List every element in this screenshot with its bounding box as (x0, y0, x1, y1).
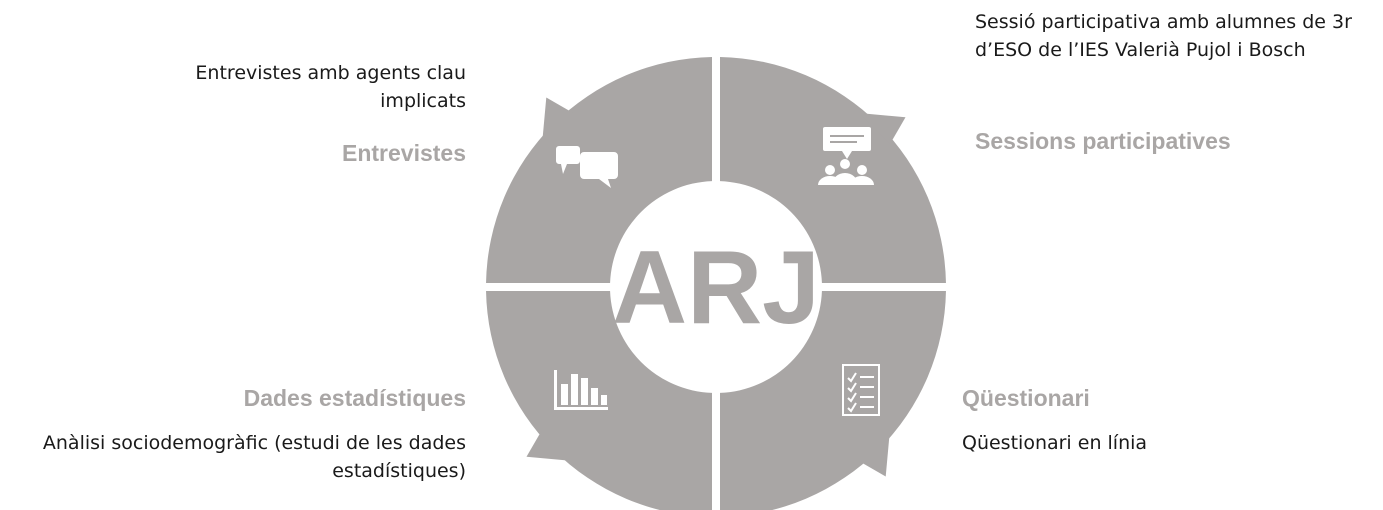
questionari-heading: Qüestionari (962, 385, 1090, 411)
arrow-bottom-left (526, 429, 574, 461)
sessions-description: Sessió participativa amb alumnes de 3r d… (975, 11, 1352, 61)
dades-heading: Dades estadístiques (243, 385, 466, 411)
sessions-heading: Sessions participatives (975, 128, 1231, 154)
arrow-bottom-right (858, 429, 890, 477)
center-label: ARJ (612, 230, 820, 346)
bar-chart-icon (554, 370, 608, 410)
group-presentation-icon (818, 127, 874, 185)
questionari-description: Qüestionari en línia (962, 432, 1148, 454)
chat-bubbles-icon (556, 146, 618, 188)
checklist-icon (842, 364, 880, 416)
entrevistes-heading: Entrevistes (341, 140, 466, 166)
arrow-top-right (858, 113, 906, 145)
entrevistes-description: Entrevistes amb agents clau implicats (195, 62, 466, 112)
dades-description: Anàlisi sociodemogràfic (estudi de les d… (42, 432, 466, 482)
arrow-top-left (542, 97, 574, 145)
segment-questionari (719, 290, 946, 510)
segment-dades (486, 290, 713, 510)
